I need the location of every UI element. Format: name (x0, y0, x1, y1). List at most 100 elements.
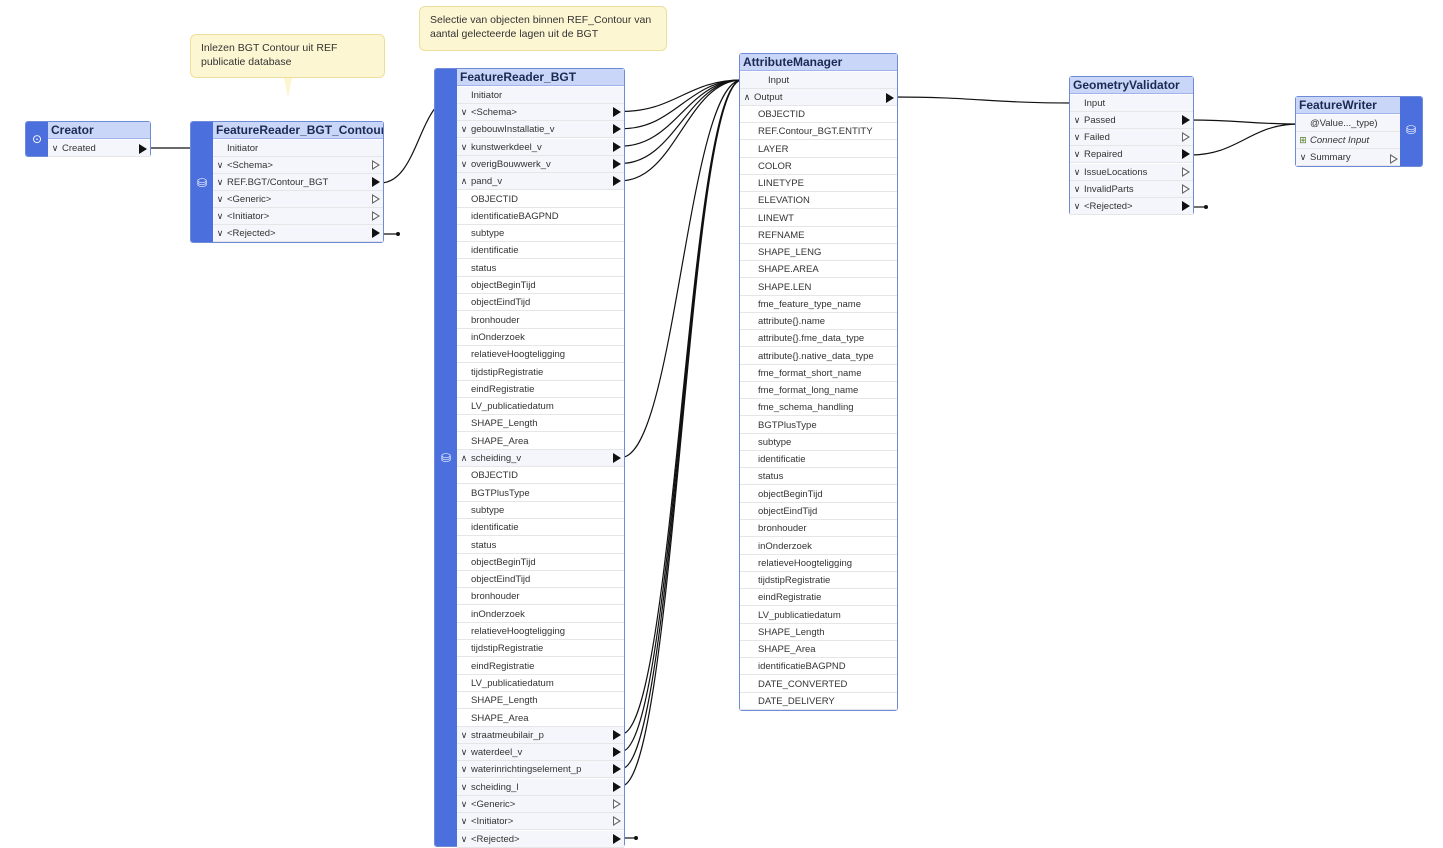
creator-output-port[interactable]: ∨Created (48, 140, 150, 157)
wire-bgt-to-attributemanager[interactable] (620, 79, 743, 182)
featurereader-bgt-port[interactable]: ∨<Rejected> (457, 830, 624, 848)
attributemanager-title[interactable]: AttributeManager (740, 54, 897, 71)
chevron-down-icon[interactable]: ∨ (460, 729, 468, 740)
chevron-down-icon[interactable]: ∨ (460, 833, 468, 844)
featurereader-bgt-port[interactable]: ∨straatmeubilair_p (457, 726, 624, 744)
featurereader-bgt-port[interactable]: ∨waterinrichtingselement_p (457, 761, 624, 779)
chevron-down-icon[interactable]: ∨ (1299, 152, 1307, 162)
connect-input-icon[interactable]: ⊞ (1299, 135, 1307, 145)
output-port-icon[interactable] (613, 833, 621, 844)
chevron-down-icon[interactable]: ∨ (216, 177, 224, 187)
featurewriter-node[interactable]: ⛁ FeatureWriter @Value..._type) ⊞Connect… (1295, 96, 1423, 167)
output-port-icon[interactable] (372, 211, 380, 221)
output-port-icon[interactable] (372, 177, 380, 187)
chevron-down-icon[interactable]: ∨ (1073, 115, 1081, 125)
featurewriter-connect-input[interactable]: ⊞Connect Input (1296, 132, 1400, 149)
geometryvalidator-port[interactable]: ∨Passed (1070, 112, 1193, 129)
output-port-icon[interactable] (139, 144, 147, 154)
chevron-down-icon[interactable]: ∨ (460, 816, 468, 827)
wire-bgt-to-attributemanager[interactable] (620, 79, 743, 130)
featurereader-bgt-port[interactable]: ∨scheiding_l (457, 778, 624, 796)
output-port-icon[interactable] (372, 194, 380, 204)
chevron-down-icon[interactable]: ∨ (216, 194, 224, 204)
output-port-icon[interactable] (372, 228, 380, 238)
chevron-down-icon[interactable]: ∨ (460, 747, 468, 758)
chevron-down-icon[interactable]: ∨ (1073, 166, 1081, 177)
wire-repaired-to-writer[interactable] (1189, 123, 1300, 156)
output-port-icon[interactable] (613, 747, 621, 758)
chevron-down-icon[interactable]: ∨ (216, 228, 224, 238)
geometryvalidator-node[interactable]: GeometryValidator Input ∨Passed∨Failed∨R… (1069, 76, 1194, 215)
output-port-icon[interactable] (613, 158, 621, 169)
featurewriter-title[interactable]: FeatureWriter (1296, 97, 1400, 114)
geometryvalidator-title[interactable]: GeometryValidator (1070, 77, 1193, 94)
geometryvalidator-port[interactable]: ∨IssueLocations (1070, 163, 1193, 181)
chevron-up-icon[interactable]: ∧ (460, 453, 468, 463)
wire-bgt-to-attributemanager[interactable] (620, 79, 743, 147)
wire-attributemanager-to-validator[interactable] (893, 96, 1073, 104)
wire-bgt-to-attributemanager[interactable] (620, 79, 743, 459)
output-port-icon[interactable] (372, 160, 380, 170)
output-port-icon[interactable] (613, 124, 621, 135)
output-port-icon[interactable] (886, 93, 894, 103)
chevron-down-icon[interactable]: ∨ (51, 143, 59, 153)
attributemanager-output[interactable]: ∧Output (740, 89, 897, 106)
featurereader-bgt-title[interactable]: FeatureReader_BGT (457, 69, 624, 86)
output-port-icon[interactable] (1182, 149, 1190, 160)
featurereader-contour-port[interactable]: ∨REF.BGT/Contour_BGT (213, 174, 383, 191)
chevron-down-icon[interactable]: ∨ (460, 799, 468, 809)
chevron-down-icon[interactable]: ∨ (1073, 132, 1081, 143)
chevron-down-icon[interactable]: ∨ (460, 107, 468, 117)
output-port-icon[interactable] (613, 781, 621, 792)
output-port-icon[interactable] (613, 176, 621, 187)
chevron-down-icon[interactable]: ∨ (460, 764, 468, 775)
output-port-icon[interactable] (613, 799, 621, 809)
output-port-icon[interactable] (613, 141, 621, 152)
featurereader-bgt-port[interactable]: ∨kunstwerkdeel_v (457, 138, 624, 156)
featurereader-contour-node[interactable]: ⛁ FeatureReader_BGT_Contour Initiator ∨<… (190, 121, 384, 243)
chevron-up-icon[interactable]: ∧ (460, 176, 468, 187)
featurereader-bgt-port[interactable]: ∨waterdeel_v (457, 744, 624, 762)
featurereader-bgt-port[interactable]: ∧scheiding_v (457, 450, 624, 467)
output-port-icon[interactable] (1390, 154, 1398, 164)
attributemanager-input[interactable]: Input (740, 72, 897, 89)
geometryvalidator-port[interactable]: ∨<Rejected> (1070, 198, 1193, 215)
chevron-down-icon[interactable]: ∨ (1073, 201, 1081, 211)
geometryvalidator-port[interactable]: ∨Repaired (1070, 146, 1193, 164)
chevron-down-icon[interactable]: ∨ (216, 211, 224, 221)
wire-passed-to-writer[interactable] (1189, 119, 1300, 125)
chevron-down-icon[interactable]: ∨ (460, 124, 468, 135)
featurereader-bgt-port[interactable]: ∨overigBouwwerk_v (457, 155, 624, 173)
output-port-icon[interactable] (613, 816, 621, 827)
chevron-down-icon[interactable]: ∨ (216, 160, 224, 170)
featurereader-contour-port[interactable]: ∨<Generic> (213, 191, 383, 208)
featurereader-bgt-node[interactable]: ⛁ FeatureReader_BGT Initiator ∨<Schema>∨… (434, 68, 625, 848)
chevron-down-icon[interactable]: ∨ (1073, 149, 1081, 160)
featurereader-bgt-port[interactable]: ∨gebouwInstallatie_v (457, 121, 624, 139)
geometryvalidator-port[interactable]: ∨Failed (1070, 129, 1193, 147)
featurereader-contour-title[interactable]: FeatureReader_BGT_Contour (213, 122, 383, 139)
chevron-down-icon[interactable]: ∨ (460, 781, 468, 792)
wire-bgt-to-attributemanager[interactable] (620, 79, 743, 164)
output-port-icon[interactable] (1182, 132, 1190, 143)
chevron-down-icon[interactable]: ∨ (1073, 183, 1081, 194)
featurereader-contour-port[interactable]: ∨<Initiator> (213, 208, 383, 225)
featurereader-bgt-port[interactable]: ∧pand_v (457, 173, 624, 191)
featurewriter-summary[interactable]: ∨Summary (1296, 149, 1400, 166)
chevron-down-icon[interactable]: ∨ (460, 158, 468, 169)
featurereader-contour-input[interactable]: Initiator (213, 140, 383, 157)
geometryvalidator-input[interactable]: Input (1070, 95, 1193, 112)
output-port-icon[interactable] (613, 107, 621, 117)
wire-bgt-to-attributemanager[interactable] (620, 79, 743, 770)
chevron-down-icon[interactable]: ∨ (460, 141, 468, 152)
output-port-icon[interactable] (1182, 183, 1190, 194)
wire-bgt-to-attributemanager[interactable] (620, 79, 743, 787)
output-port-icon[interactable] (613, 729, 621, 740)
output-port-icon[interactable] (613, 453, 621, 463)
featurereader-contour-port[interactable]: ∨<Schema> (213, 157, 383, 174)
wire-bgt-to-attributemanager[interactable] (620, 79, 743, 735)
output-port-icon[interactable] (1182, 115, 1190, 125)
geometryvalidator-port[interactable]: ∨InvalidParts (1070, 180, 1193, 198)
featurereader-contour-port[interactable]: ∨<Rejected> (213, 225, 383, 242)
